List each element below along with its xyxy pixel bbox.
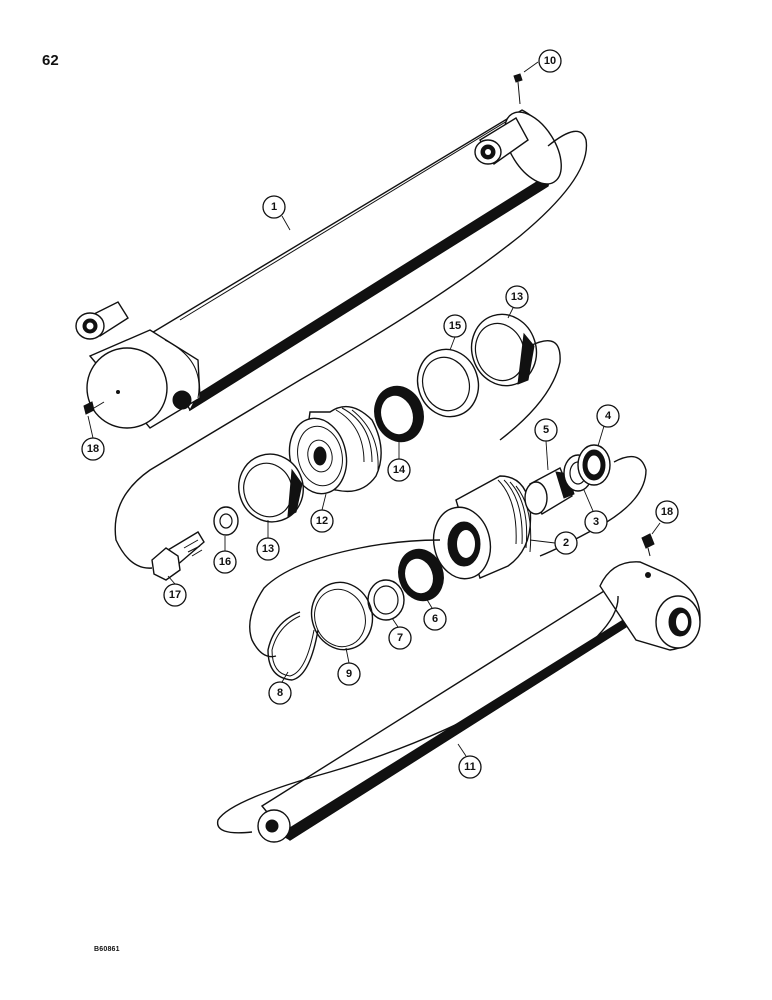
svg-text:18: 18	[661, 506, 673, 518]
svg-text:10: 10	[544, 55, 556, 67]
callout-10: 10	[523, 49, 562, 73]
ring-4	[577, 444, 611, 486]
callout-13-upper: 13	[505, 285, 529, 319]
bolt-17	[151, 531, 205, 581]
wear-ring-13-upper	[470, 313, 538, 387]
ring-15	[416, 348, 480, 418]
callout-4: 4	[596, 404, 620, 447]
svg-text:11: 11	[464, 761, 476, 773]
ring-7	[367, 579, 405, 621]
seal-14	[374, 385, 424, 443]
svg-text:18: 18	[87, 443, 99, 455]
callout-3: 3	[583, 489, 608, 534]
callout-15: 15	[443, 314, 467, 351]
svg-text:13: 13	[511, 291, 523, 303]
figure-code: B60861	[94, 946, 120, 953]
gland-2	[432, 475, 532, 580]
callout-18-barrel: 18	[81, 415, 105, 461]
svg-text:12: 12	[316, 515, 328, 527]
svg-text:8: 8	[277, 687, 283, 699]
snap-ring-8	[267, 611, 319, 681]
callout-6: 6	[423, 597, 447, 631]
svg-text:13: 13	[262, 543, 274, 555]
callout-1: 1	[262, 195, 291, 231]
cylinder-barrel	[75, 109, 562, 429]
svg-text:16: 16	[219, 556, 231, 568]
callout-12: 12	[310, 493, 334, 533]
seal-6	[398, 548, 444, 602]
svg-text:5: 5	[543, 424, 549, 436]
callout-16: 16	[213, 536, 237, 574]
grease-fitting-10	[513, 73, 523, 105]
svg-text:6: 6	[432, 613, 438, 625]
callout-5: 5	[534, 418, 558, 471]
svg-text:9: 9	[346, 668, 352, 680]
wear-ring-13-lower	[238, 453, 304, 523]
svg-text:2: 2	[563, 537, 569, 549]
svg-text:1: 1	[271, 201, 277, 213]
callout-7: 7	[388, 617, 412, 650]
page-number: 62	[42, 52, 59, 69]
svg-text:14: 14	[393, 464, 406, 476]
svg-text:3: 3	[593, 516, 599, 528]
grease-fitting-18-rod	[641, 533, 655, 557]
piston-rod	[257, 561, 701, 843]
nut-5	[524, 467, 575, 516]
callout-18-rod: 18	[651, 500, 679, 535]
callout-13-lower: 13	[256, 520, 280, 561]
callout-11: 11	[457, 743, 482, 779]
svg-text:17: 17	[169, 589, 181, 601]
ring-9	[310, 581, 374, 651]
callout-9: 9	[337, 647, 361, 686]
callout-14: 14	[387, 442, 411, 482]
callout-2: 2	[529, 531, 578, 555]
washer-16	[213, 506, 239, 536]
grease-fitting-18-barrel	[83, 401, 105, 415]
svg-text:4: 4	[605, 410, 612, 422]
svg-text:15: 15	[449, 320, 461, 332]
svg-text:7: 7	[397, 632, 403, 644]
callout-8: 8	[268, 671, 292, 705]
callout-17: 17	[163, 575, 187, 607]
